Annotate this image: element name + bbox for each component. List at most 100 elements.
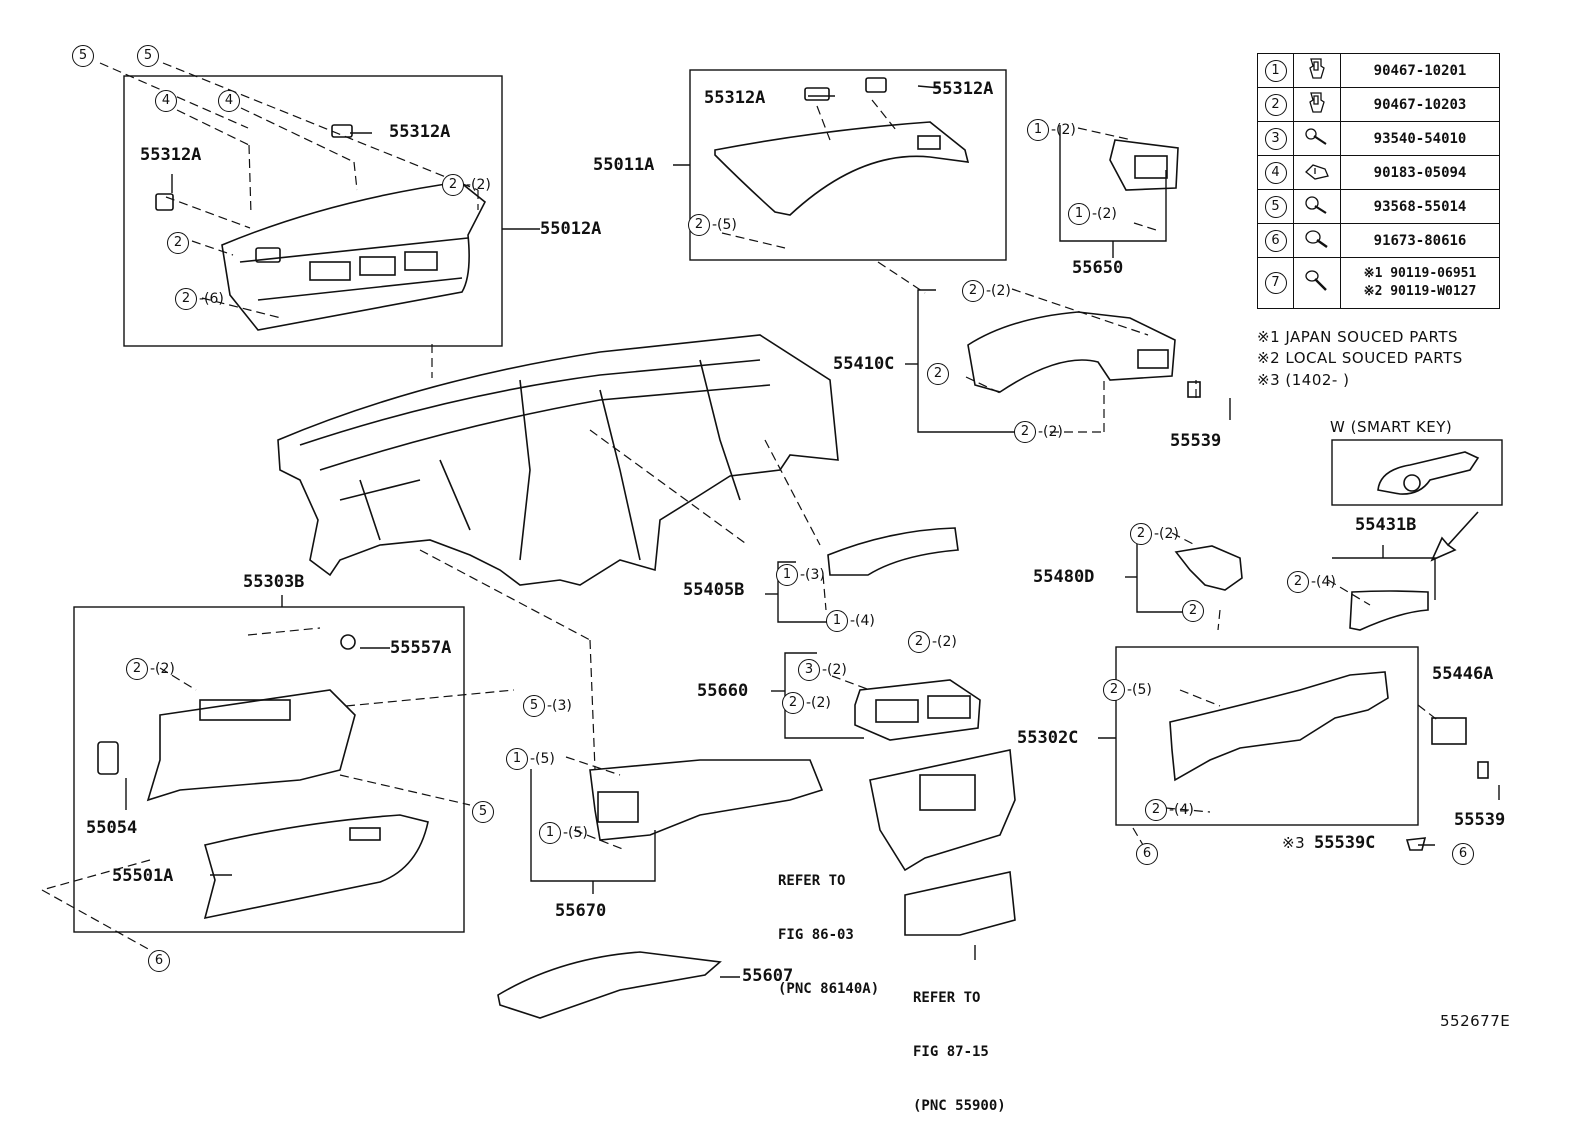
screw-icon	[1305, 127, 1327, 145]
fastener-ref: 5	[472, 801, 494, 823]
part-label: 55650	[1072, 258, 1124, 278]
fastener-qty: -(2)	[1051, 122, 1076, 138]
part-label: 55302C	[1017, 728, 1079, 748]
fastener-qty: -(2)	[1038, 424, 1063, 440]
fastener-ref: 2	[1182, 600, 1204, 622]
refer-line: REFER TO	[913, 990, 981, 1006]
fastener-qty: -(2)	[986, 283, 1011, 299]
fastener-ref: 5	[137, 45, 159, 67]
part-label: 55303B	[243, 572, 305, 592]
part-label: 55431B	[1355, 515, 1417, 535]
legend-ref: 4	[1264, 161, 1287, 184]
fastener-qty: -(4)	[850, 613, 875, 629]
part-label: 55054	[86, 818, 138, 838]
fastener-qty: -(2)	[466, 177, 491, 193]
refer-line: FIG 87-15	[913, 1044, 989, 1060]
clip-icon	[1309, 91, 1325, 113]
fastener-ref: 6	[1136, 843, 1158, 865]
fastener-qty: -(2)	[932, 634, 957, 650]
fastener-qty: -(2)	[1154, 526, 1179, 542]
legend-row: 5 93568-55014	[1257, 189, 1500, 224]
part-label: 55312A	[389, 122, 451, 142]
refer-note: REFER TO FIG 86-03 (PNC 86140A)	[778, 836, 879, 1016]
legend-row: 2 90467-10203	[1257, 87, 1500, 122]
fastener-qty: -(5)	[1127, 682, 1152, 698]
refer-line: (PNC 55900)	[913, 1098, 1006, 1114]
fastener-ref: 2	[167, 232, 189, 254]
fastener-ref: 2	[927, 363, 949, 385]
fastener-ref: 1	[826, 610, 848, 632]
legend-part-number: 90183-05094	[1340, 155, 1500, 190]
screw-icon	[1305, 229, 1328, 248]
legend-ref: 1	[1264, 59, 1287, 82]
fastener-qty: -(2)	[150, 661, 175, 677]
clip-icon	[1309, 57, 1325, 79]
legend-part-number: ※2 90119-W0127	[1363, 284, 1477, 299]
part-label: 55607	[742, 966, 794, 986]
source-note: ※2 LOCAL SOUCED PARTS	[1257, 349, 1463, 367]
fastener-ref: 1	[1027, 119, 1049, 141]
fastener-qty: -(3)	[800, 567, 825, 583]
fastener-qty: -(3)	[547, 698, 572, 714]
fastener-qty: -(6)	[199, 291, 224, 307]
fastener-ref: 2	[908, 631, 930, 653]
fastener-ref: 1	[506, 748, 528, 770]
part-label: 55312A	[704, 88, 766, 108]
fastener-legend: 1 90467-10201 2 90467-10203 3 93540-5401…	[1257, 53, 1500, 309]
fastener-ref: 2	[126, 658, 148, 680]
part-label: 55539	[1170, 431, 1222, 451]
fastener-qty: -(5)	[563, 825, 588, 841]
legend-ref: 5	[1264, 195, 1287, 218]
legend-part-number: 93540-54010	[1340, 121, 1500, 156]
part-label: 55480D	[1033, 567, 1095, 587]
legend-part-number: 90467-10203	[1340, 87, 1500, 122]
fastener-ref: 2	[1103, 679, 1125, 701]
legend-row: 3 93540-54010	[1257, 121, 1500, 156]
fastener-ref: 4	[155, 90, 177, 112]
legend-row: 4 90183-05094	[1257, 155, 1500, 190]
part-label: 55446A	[1432, 664, 1494, 684]
refer-line: REFER TO	[778, 873, 846, 889]
legend-part-number: ※1 90119-06951	[1363, 266, 1477, 281]
fastener-ref: 1	[776, 564, 798, 586]
part-label: 55539C	[1314, 833, 1376, 853]
refer-line: FIG 86-03	[778, 927, 854, 943]
part-label: 55011A	[593, 155, 655, 175]
date-note: ※3 (1402- )	[1257, 371, 1350, 389]
fastener-qty: -(2)	[822, 662, 847, 678]
bolt-icon	[1305, 270, 1327, 291]
smart-key-label: W (SMART KEY)	[1330, 418, 1453, 436]
fastener-ref: 2	[1287, 571, 1309, 593]
fastener-ref: 2	[175, 288, 197, 310]
fastener-ref: 3	[798, 659, 820, 681]
nut-icon	[1305, 163, 1329, 180]
fastener-ref: 2	[962, 280, 984, 302]
fastener-ref: 4	[218, 90, 240, 112]
legend-ref: 7	[1264, 272, 1287, 294]
part-label: 55557A	[390, 638, 452, 658]
part-label: 55312A	[140, 145, 202, 165]
fastener-ref: 2	[1130, 523, 1152, 545]
part-label: 55012A	[540, 219, 602, 239]
parts-diagram	[41, 62, 1503, 1019]
legend-ref: 2	[1264, 93, 1287, 116]
diagram-id: 552677E	[1440, 1012, 1511, 1030]
part-label: 55660	[697, 681, 749, 701]
source-note: ※1 JAPAN SOUCED PARTS	[1257, 328, 1459, 346]
fastener-ref: 2	[1014, 421, 1036, 443]
fastener-ref: 6	[1452, 843, 1474, 865]
fastener-ref: 2	[782, 692, 804, 714]
part-label: 55539	[1454, 810, 1506, 830]
fastener-qty: -(4)	[1169, 802, 1194, 818]
legend-part-number: 91673-80616	[1340, 223, 1500, 258]
fastener-qty: -(2)	[806, 695, 831, 711]
part-label: 55410C	[833, 354, 895, 374]
fastener-qty: -(2)	[1092, 206, 1117, 222]
part-label: 55312A	[932, 79, 994, 99]
fastener-ref: 1	[539, 822, 561, 844]
fastener-ref: 6	[148, 950, 170, 972]
legend-part-number: 90467-10201	[1340, 53, 1500, 88]
legend-ref: 3	[1264, 127, 1287, 150]
symbol-note-marker: ※3	[1282, 834, 1306, 852]
fastener-qty: -(5)	[530, 751, 555, 767]
